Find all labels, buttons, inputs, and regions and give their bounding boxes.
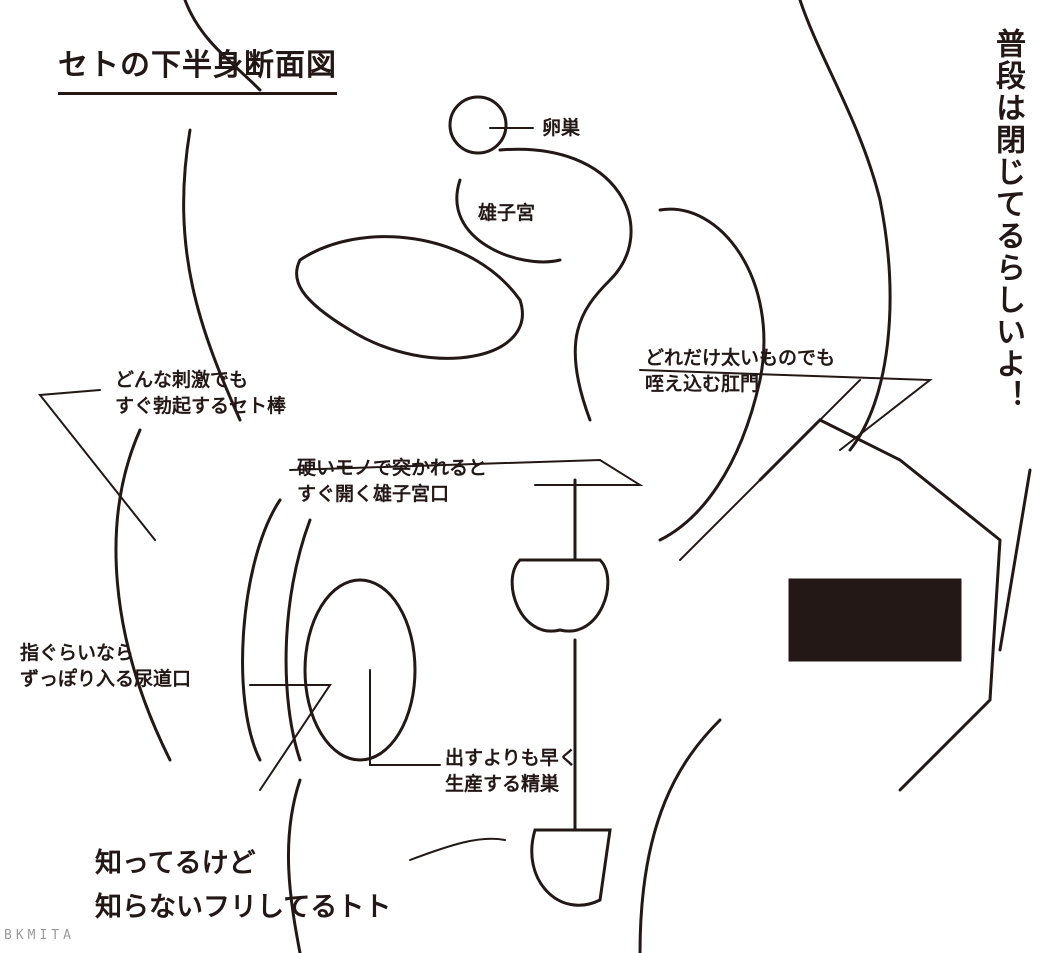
organ-outline-ovary <box>448 95 508 155</box>
label-uterus: 雄子宮 <box>478 202 536 224</box>
label-testes: 出すよりも早く 生産する精巣 <box>445 747 578 795</box>
character-outline <box>638 418 1032 953</box>
organ-outline-intestine <box>295 235 524 360</box>
organ-outline-rectum <box>658 207 766 542</box>
organ-outline-uterus <box>455 147 633 422</box>
label-urethra: 指ぐらいなら ずっぽり入る尿道口 <box>20 642 192 690</box>
label-cervix: 硬いモノで突かれると すぐ開く雄子宮口 <box>297 457 488 505</box>
label-erection: どんな刺激でも すぐ勃起するセト棒 <box>115 369 287 417</box>
pointing-hand <box>510 478 612 907</box>
page-title: セトの下半身断面図 <box>58 40 337 95</box>
label-anus: どれだけ太いものでも 咥え込む肛門 <box>645 347 836 395</box>
character-visor <box>788 578 962 662</box>
body-outline-left <box>114 0 302 953</box>
watermark: BKMITA <box>4 928 75 943</box>
speech-vertical-text: 普段は閉じてるらしいよ！ <box>990 28 1025 412</box>
label-ovary: 卵巣 <box>542 117 581 139</box>
caption-text: 知ってるけど 知らないフリしてるトト <box>95 848 392 923</box>
organ-outline-testis <box>303 578 417 762</box>
leader-lines <box>38 127 933 861</box>
body-outline-right <box>798 0 892 452</box>
organ-outline-shaft <box>241 498 312 762</box>
